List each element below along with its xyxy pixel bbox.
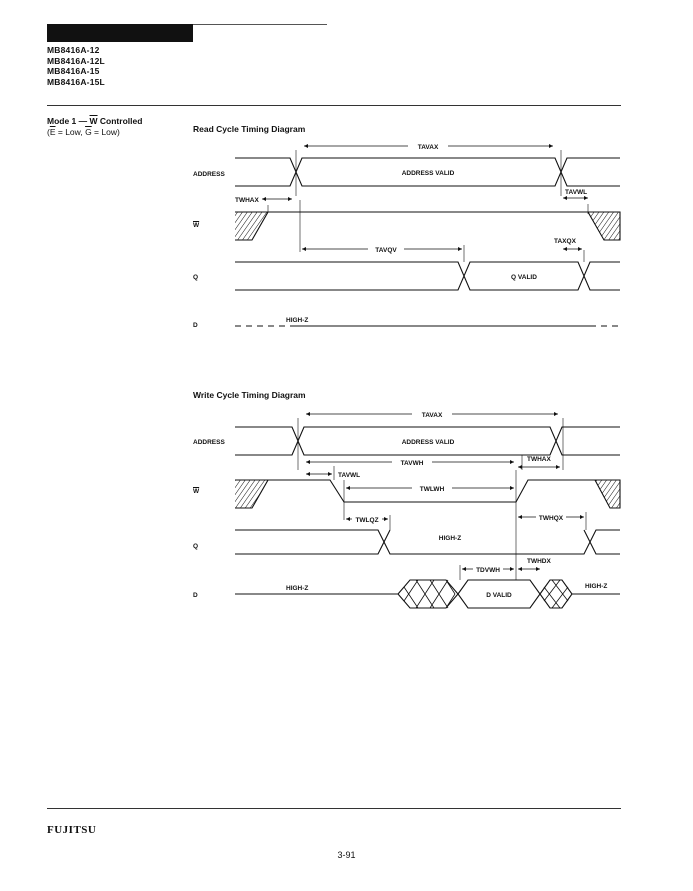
part-number-list: MB8416A-12 MB8416A-12L MB8416A-15 MB8416… xyxy=(47,45,105,87)
write-w-waveform xyxy=(235,455,621,580)
write-tavwh-label: TAVWH xyxy=(401,460,424,467)
read-high-z-label: HIGH-Z xyxy=(286,317,308,324)
read-diagram-title: Read Cycle Timing Diagram xyxy=(193,124,306,134)
write-diagram-title: Write Cycle Timing Diagram xyxy=(193,390,306,400)
read-taxqx-label: TAXQX xyxy=(554,238,577,245)
footer-rule xyxy=(47,808,621,809)
write-high-z-d-right-label: HIGH-Z xyxy=(585,583,607,590)
mode-title-signal: W xyxy=(89,116,98,126)
part-number: MB8416A-12L xyxy=(47,55,105,66)
read-tavqv-label: TAVQV xyxy=(375,247,397,254)
read-twhax-label: TWHAX xyxy=(235,197,259,204)
conditions-open: ( xyxy=(47,127,50,137)
write-tavax-label: TAVAX xyxy=(422,412,443,419)
write-d-waveform xyxy=(235,565,620,609)
conditions-mid: = Low, xyxy=(55,127,86,137)
header-rule xyxy=(193,24,327,25)
read-signal-w: W xyxy=(193,222,200,229)
section-divider xyxy=(47,105,621,106)
write-twlqz-label: TWLQZ xyxy=(355,517,378,524)
read-labels: TAVAX ADDRESS VALID TWHAX TAVWL TAXQX TA… xyxy=(235,141,587,324)
write-high-z-d-left-label: HIGH-Z xyxy=(286,585,308,592)
e-signal: E xyxy=(49,127,56,137)
read-signal-d: D xyxy=(193,322,198,329)
read-q-valid-label: Q VALID xyxy=(511,274,537,281)
read-signal-address: ADDRESS xyxy=(193,171,225,178)
write-q-waveform xyxy=(235,512,620,555)
page-number: 3-91 xyxy=(337,850,356,860)
read-signal-q: Q xyxy=(193,274,199,281)
write-twlwh-label: TWLWH xyxy=(420,486,445,493)
write-d-valid-label: D VALID xyxy=(486,592,512,599)
read-tavwl-label: TAVWL xyxy=(565,189,587,196)
read-tavax-label: TAVAX xyxy=(418,144,439,151)
write-signal-q: Q xyxy=(193,543,199,550)
conditions-close: = Low) xyxy=(91,127,120,137)
mode-title-prefix: Mode 1 — xyxy=(47,116,90,126)
write-signal-address: ADDRESS xyxy=(193,439,225,446)
read-w-waveform xyxy=(235,204,621,241)
header-black-bar xyxy=(47,24,193,42)
part-number: MB8416A-15 xyxy=(47,66,100,76)
footer-brand-logo: FUJITSU xyxy=(47,824,97,836)
write-twhax-label: TWHAX xyxy=(527,456,551,463)
write-tavwl-label: TAVWL xyxy=(338,472,360,479)
read-address-valid-label: ADDRESS VALID xyxy=(402,170,455,177)
write-twhdx-label: TWHDX xyxy=(527,558,551,565)
write-high-z-q-label: HIGH-Z xyxy=(439,535,461,542)
write-address-waveform xyxy=(235,418,620,470)
mode-title: Mode 1 — W Controlled xyxy=(47,116,142,126)
write-signal-w: W xyxy=(193,488,200,495)
write-signal-d: D xyxy=(193,592,198,599)
part-number: MB8416A-12 xyxy=(47,45,100,55)
write-address-valid-label: ADDRESS VALID xyxy=(402,439,455,446)
mode-conditions: (E = Low, G = Low) xyxy=(47,127,120,137)
write-labels: TAVAX ADDRESS VALID TAVWH TWHAX TAVWL TW… xyxy=(286,409,607,599)
part-number: MB8416A-15L xyxy=(47,76,105,87)
read-q-waveform xyxy=(235,200,620,291)
mode-title-suffix: Controlled xyxy=(97,116,143,126)
write-tdvwh-label: TDVWH xyxy=(476,567,500,574)
read-address-waveform xyxy=(235,150,620,196)
g-signal: G xyxy=(85,127,92,137)
write-twhqx-label: TWHQX xyxy=(539,515,564,522)
